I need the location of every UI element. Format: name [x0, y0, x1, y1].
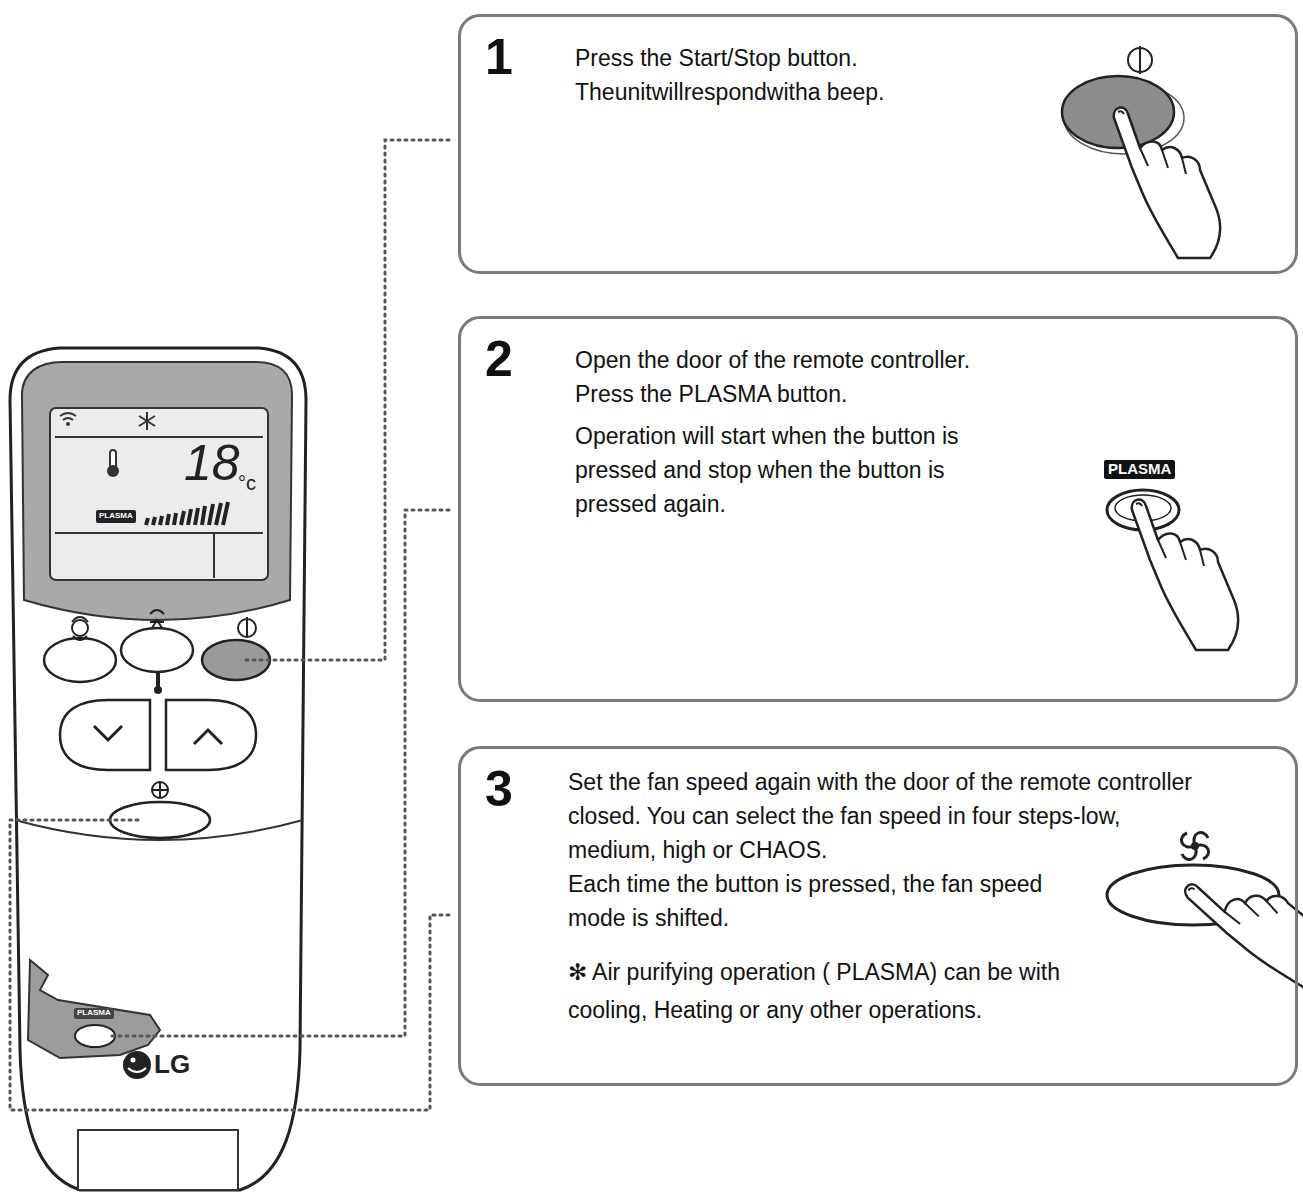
button-tag: PLASMA: [1104, 460, 1175, 479]
lg-logo: [123, 1051, 151, 1079]
step-body: Press the Start/Stop button. Theunitwill…: [575, 41, 975, 109]
step-body: Set the fan speed again with the door of…: [568, 765, 1193, 1029]
remote-button: [60, 700, 150, 770]
lcd-screen: [50, 408, 268, 580]
lcd-screen: [60, 413, 76, 420]
instruction-text: Each time the button is pressed, the fan…: [568, 867, 1048, 935]
lg-logo: [123, 1051, 151, 1079]
step-number: 2: [485, 333, 513, 385]
opened-door: [28, 960, 160, 1058]
step-number: 1: [485, 31, 513, 83]
pointing-hand: [1183, 839, 1303, 1022]
step-box: 1 Press the Start/Stop button. Theunitwil…: [458, 14, 1298, 274]
button-icon: [72, 610, 256, 798]
brand-logo: LG: [154, 1050, 190, 1079]
remote-button: [44, 638, 116, 682]
leader-line: [10, 820, 452, 1110]
button-icon: [246, 617, 248, 637]
remote-body: [10, 348, 306, 1190]
temperature-reading: 18: [184, 436, 240, 491]
instruction-text: Set the fan speed again with the door of…: [568, 765, 1193, 867]
lg-logo: [128, 1068, 146, 1072]
step-body: Open the door of the remote controller. …: [575, 343, 1015, 521]
button-icon: [154, 686, 162, 694]
button-tag: PLASMA: [74, 1008, 114, 1019]
button-icon: [72, 617, 88, 640]
opened-door: [28, 960, 160, 1058]
step-box: 3 Set the fan speed again with the door o…: [458, 746, 1298, 1086]
display-tag: PLASMA: [96, 510, 136, 523]
fan-level-bars: [146, 502, 228, 525]
lcd-screen: [55, 437, 263, 578]
leader-line: [246, 140, 452, 660]
lcd-screen: [50, 408, 268, 580]
lcd-screen: [66, 422, 70, 426]
remote-body: [22, 362, 292, 620]
remote-body: [10, 348, 306, 1190]
leader-line: [10, 140, 452, 1110]
instruction-text: Operation will start when the button is …: [575, 419, 1015, 521]
remote-button: [94, 726, 122, 740]
remote-button: [44, 628, 270, 838]
lg-logo: [131, 1058, 136, 1063]
pointing-hand: [1114, 108, 1220, 258]
button-icon: [150, 610, 164, 628]
lcd-screen: [139, 412, 155, 430]
step-box: 2 Open the door of the remote controller.…: [458, 316, 1298, 702]
temperature-unit: °c: [238, 472, 256, 494]
opened-door: [75, 1025, 115, 1047]
button-icon: [72, 620, 88, 636]
leader-line: [112, 510, 452, 1036]
button-icon: [152, 782, 168, 798]
remote-button: [121, 628, 193, 672]
fan-speed-button: [1181, 832, 1208, 859]
instruction-text: ✻ Air purifying operation ( PLASMA) can …: [568, 953, 1108, 1029]
button-icon: [152, 782, 168, 798]
instruction-text: Press the Start/Stop button. Theunitwill…: [575, 41, 975, 109]
fan-level-bars: [146, 502, 228, 525]
pointing-hand: [1132, 500, 1238, 650]
start-stop-button: [1139, 46, 1141, 74]
instruction-text: Open the door of the remote controller. …: [575, 343, 975, 411]
button-icon: [156, 673, 160, 687]
remote-body: [78, 1130, 238, 1190]
step-number: 3: [485, 763, 513, 815]
remote-button: [166, 700, 256, 770]
lcd-screen: [107, 465, 119, 477]
remote-button: [194, 730, 222, 744]
